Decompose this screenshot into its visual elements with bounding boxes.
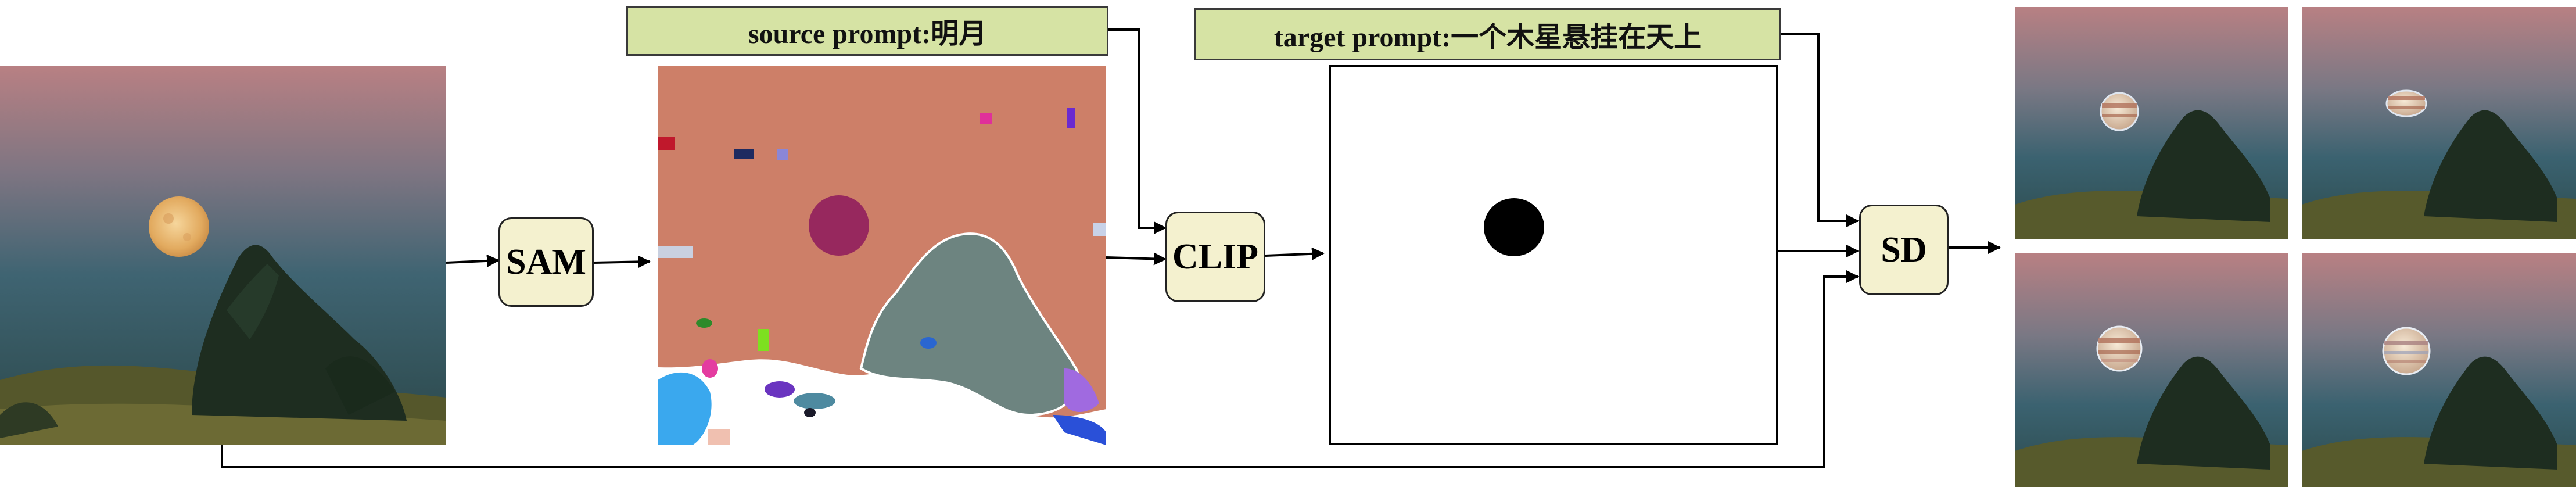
jupiter-landscape-photo-icon	[2302, 7, 2576, 239]
moon-landscape-photo-icon	[0, 66, 446, 445]
clip-label: CLIP	[1172, 237, 1259, 277]
arrow-image-to-sam	[446, 254, 500, 267]
input-image	[0, 66, 446, 445]
arrow-image-to-sd	[221, 270, 1859, 468]
arrow-target-prompt-to-sd	[1781, 33, 1859, 227]
output-image-1	[2015, 7, 2288, 239]
target-prompt-label: target prompt:一个木星悬挂在天上	[1273, 22, 1702, 53]
segmentation-map	[658, 66, 1106, 445]
mask-image	[1329, 65, 1778, 445]
output-image-4	[2302, 253, 2576, 487]
sd-node: SD	[1859, 205, 1949, 295]
arrow-clip-to-mask	[1265, 247, 1325, 260]
sam-segmentation-map-icon	[658, 66, 1106, 445]
source-prompt-box: source prompt:明月	[626, 6, 1108, 56]
binary-mask-icon	[1484, 198, 1544, 256]
output-image-3	[2015, 253, 2288, 487]
arrow-source-prompt-to-clip	[1108, 28, 1167, 234]
sam-node: SAM	[498, 217, 594, 307]
arrow-segmentation-to-clip	[1106, 252, 1167, 266]
target-prompt-box: target prompt:一个木星悬挂在天上	[1194, 8, 1781, 60]
sd-label: SD	[1881, 230, 1927, 270]
jupiter-landscape-photo-icon	[2015, 7, 2288, 239]
clip-node: CLIP	[1165, 212, 1265, 302]
source-prompt-label: source prompt:明月	[748, 19, 987, 49]
jupiter-landscape-photo-icon	[2015, 253, 2288, 487]
arrow-sam-to-segmentation	[593, 255, 651, 268]
output-image-2	[2302, 7, 2576, 239]
jupiter-landscape-photo-icon	[2302, 253, 2576, 487]
sam-label: SAM	[506, 242, 586, 282]
